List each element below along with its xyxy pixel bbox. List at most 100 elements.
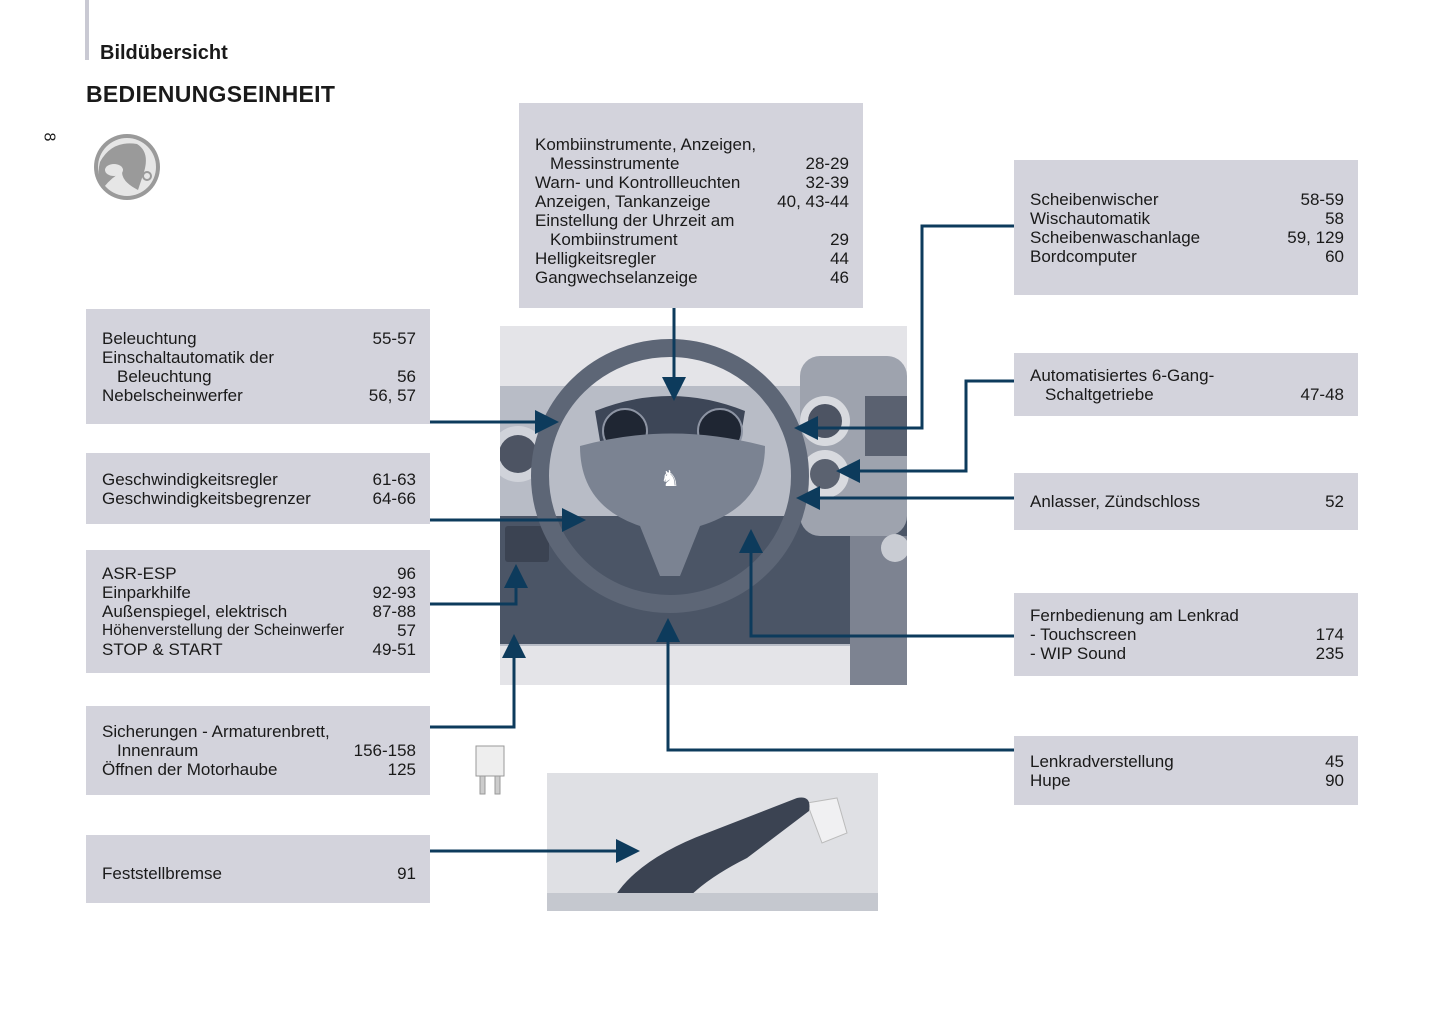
ignition-box: Anlasser, Zündschloss 52 xyxy=(1014,473,1358,530)
index-entry: Automatisiertes 6-Gang- xyxy=(1030,366,1344,385)
index-entry: Bordcomputer 60 xyxy=(1030,247,1344,266)
entry-page: 87-88 xyxy=(372,602,416,621)
entry-label: Nebelscheinwerfer xyxy=(102,385,243,405)
index-entry: STOP & START 49-51 xyxy=(102,640,416,659)
entry-label: Innenraum xyxy=(117,741,199,760)
entry-label: - WIP Sound xyxy=(1030,644,1127,663)
index-entry: Feststellbremse 91 xyxy=(102,864,416,883)
entry-page: 92-93 xyxy=(372,583,416,602)
entry-label: STOP & START xyxy=(102,640,223,659)
entry-label: Höhenverstellung der Scheinwerfer xyxy=(102,622,345,639)
entry-page: 32-39 xyxy=(805,172,849,192)
index-entry: Beleuchtung 56 xyxy=(102,367,416,386)
entry-label: Außenspiegel, elektrisch xyxy=(102,602,288,621)
entry-page: 60 xyxy=(1325,246,1344,266)
entry-label: Beleuchtung xyxy=(102,328,197,348)
entry-label: Einparkhilfe xyxy=(102,583,191,602)
index-entry: Höhenverstellung der Scheinwerfer 57 xyxy=(102,621,416,640)
index-entry: Einparkhilfe 92-93 xyxy=(102,583,416,602)
dashboard-photo: ♞ xyxy=(500,326,907,685)
index-entry: Außenspiegel, elektrisch 87-88 xyxy=(102,602,416,621)
entry-label: Helligkeitsregler xyxy=(535,248,656,268)
instruments-box: Kombiinstrumente, Anzeigen,Messinstrumen… xyxy=(519,103,863,308)
parking-brake-photo xyxy=(547,773,878,911)
index-entry: Einstellung der Uhrzeit am xyxy=(535,211,849,230)
entry-page: 57 xyxy=(397,621,416,640)
index-entry: Wischautomatik 58 xyxy=(1030,209,1344,228)
entry-label: Gangwechselanzeige xyxy=(535,267,698,287)
entry-page: 46 xyxy=(830,267,849,287)
entry-label: Kombiinstrument xyxy=(550,229,678,249)
entry-label: Öffnen der Motorhaube xyxy=(102,760,278,779)
entry-label: Hupe xyxy=(1030,770,1071,790)
index-entry: - WIP Sound 235 xyxy=(1030,644,1344,663)
entry-label: Anlasser, Zündschloss xyxy=(1030,492,1201,511)
index-entry: Gangwechselanzeige 46 xyxy=(535,268,849,287)
index-entry: Anlasser, Zündschloss 52 xyxy=(1030,492,1344,511)
index-entry: Warn- und Kontrollleuchten 32-39 xyxy=(535,173,849,192)
steering-wheel-icon xyxy=(94,134,160,200)
index-entry: Fernbedienung am Lenkrad xyxy=(1030,606,1344,625)
entry-page: 235 xyxy=(1315,644,1344,663)
entry-page: 55-57 xyxy=(372,328,416,348)
entry-page: 58-59 xyxy=(1300,189,1344,209)
index-entry: Einschaltautomatik der xyxy=(102,348,416,367)
entry-page: 28-29 xyxy=(805,153,849,173)
entry-page: 58 xyxy=(1325,208,1344,228)
entry-label: Einschaltautomatik der xyxy=(102,347,274,367)
entry-label: Kombiinstrumente, Anzeigen, xyxy=(535,134,757,154)
entry-label: Lenkradverstellung xyxy=(1030,751,1174,771)
entry-page: 49-51 xyxy=(372,640,416,659)
entry-label: Warn- und Kontrollleuchten xyxy=(535,172,741,192)
entry-label: Automatisiertes 6-Gang- xyxy=(1030,365,1215,385)
entry-label: Einstellung der Uhrzeit am xyxy=(535,210,735,230)
index-entry: Hupe 90 xyxy=(1030,771,1344,790)
section-title: Bildübersicht xyxy=(100,42,228,64)
entry-label: ASR-ESP xyxy=(102,564,177,583)
entry-label: Fernbedienung am Lenkrad xyxy=(1030,606,1239,625)
entry-page: 56 xyxy=(397,366,416,386)
entry-page: 174 xyxy=(1315,625,1344,644)
index-entry: Scheibenwischer 58-59 xyxy=(1030,190,1344,209)
entry-page: 156-158 xyxy=(353,741,416,760)
entry-label: Messinstrumente xyxy=(550,153,680,173)
index-entry: Kombiinstrumente, Anzeigen, xyxy=(535,135,849,154)
entry-page: 64-66 xyxy=(372,488,416,508)
entry-page: 29 xyxy=(830,229,849,249)
entry-page: 47-48 xyxy=(1300,384,1344,404)
entry-page: 90 xyxy=(1325,770,1344,790)
entry-page: 40, 43-44 xyxy=(777,191,849,211)
page-number: 8 xyxy=(40,132,58,142)
entry-page: 91 xyxy=(397,863,416,883)
entry-page: 52 xyxy=(1325,492,1344,511)
entry-label: Scheibenwischer xyxy=(1030,189,1159,209)
page-title: BEDIENUNGSEINHEIT xyxy=(86,81,336,107)
header-bar xyxy=(85,0,89,60)
entry-label: Beleuchtung xyxy=(117,366,212,386)
entry-page: 61-63 xyxy=(372,469,416,489)
fuse-icon xyxy=(475,745,505,795)
index-entry: Beleuchtung 55-57 xyxy=(102,329,416,348)
entry-label: Bordcomputer xyxy=(1030,246,1137,266)
entry-label: Wischautomatik xyxy=(1030,208,1150,228)
index-entry: Kombiinstrument 29 xyxy=(535,230,849,249)
entry-label: Sicherungen - Armaturenbrett, xyxy=(102,722,330,741)
entry-label: Feststellbremse xyxy=(102,863,222,883)
